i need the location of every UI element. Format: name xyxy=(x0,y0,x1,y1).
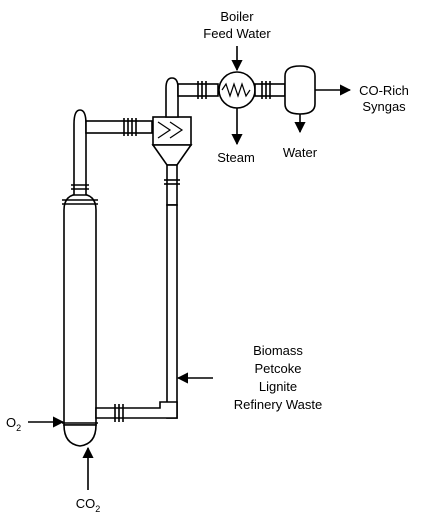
water-label: Water xyxy=(283,145,318,160)
feed-label-line1: Biomass xyxy=(253,343,303,358)
syngas-label-line2: Syngas xyxy=(362,99,406,114)
riser-to-cyclone-pipe xyxy=(85,118,153,136)
feed-label-line3: Lignite xyxy=(259,379,297,394)
gasifier-column-icon xyxy=(62,109,98,447)
feed-label-line4: Refinery Waste xyxy=(234,397,322,412)
co2-label-main: CO xyxy=(76,496,96,511)
feed-label-line2: Petcoke xyxy=(255,361,302,376)
heat-exchanger-icon xyxy=(218,71,256,109)
gas-pipe-to-exchanger xyxy=(177,81,219,99)
oxygen-label: O2 xyxy=(6,415,21,433)
return-standpipe xyxy=(95,204,178,422)
cyclone-icon xyxy=(151,77,193,206)
pipe-to-separator xyxy=(254,81,286,99)
co2-label: CO2 xyxy=(76,496,101,514)
oxygen-label-subscript: 2 xyxy=(16,423,21,433)
boiler-feed-label-line2: Feed Water xyxy=(203,26,271,41)
syngas-label-line1: CO-Rich xyxy=(359,83,409,98)
co2-label-subscript: 2 xyxy=(95,504,100,514)
oxygen-label-main: O xyxy=(6,415,16,430)
steam-label: Steam xyxy=(217,150,255,165)
boiler-feed-label-line1: Boiler xyxy=(220,9,254,24)
separator-drum-icon xyxy=(284,65,316,115)
